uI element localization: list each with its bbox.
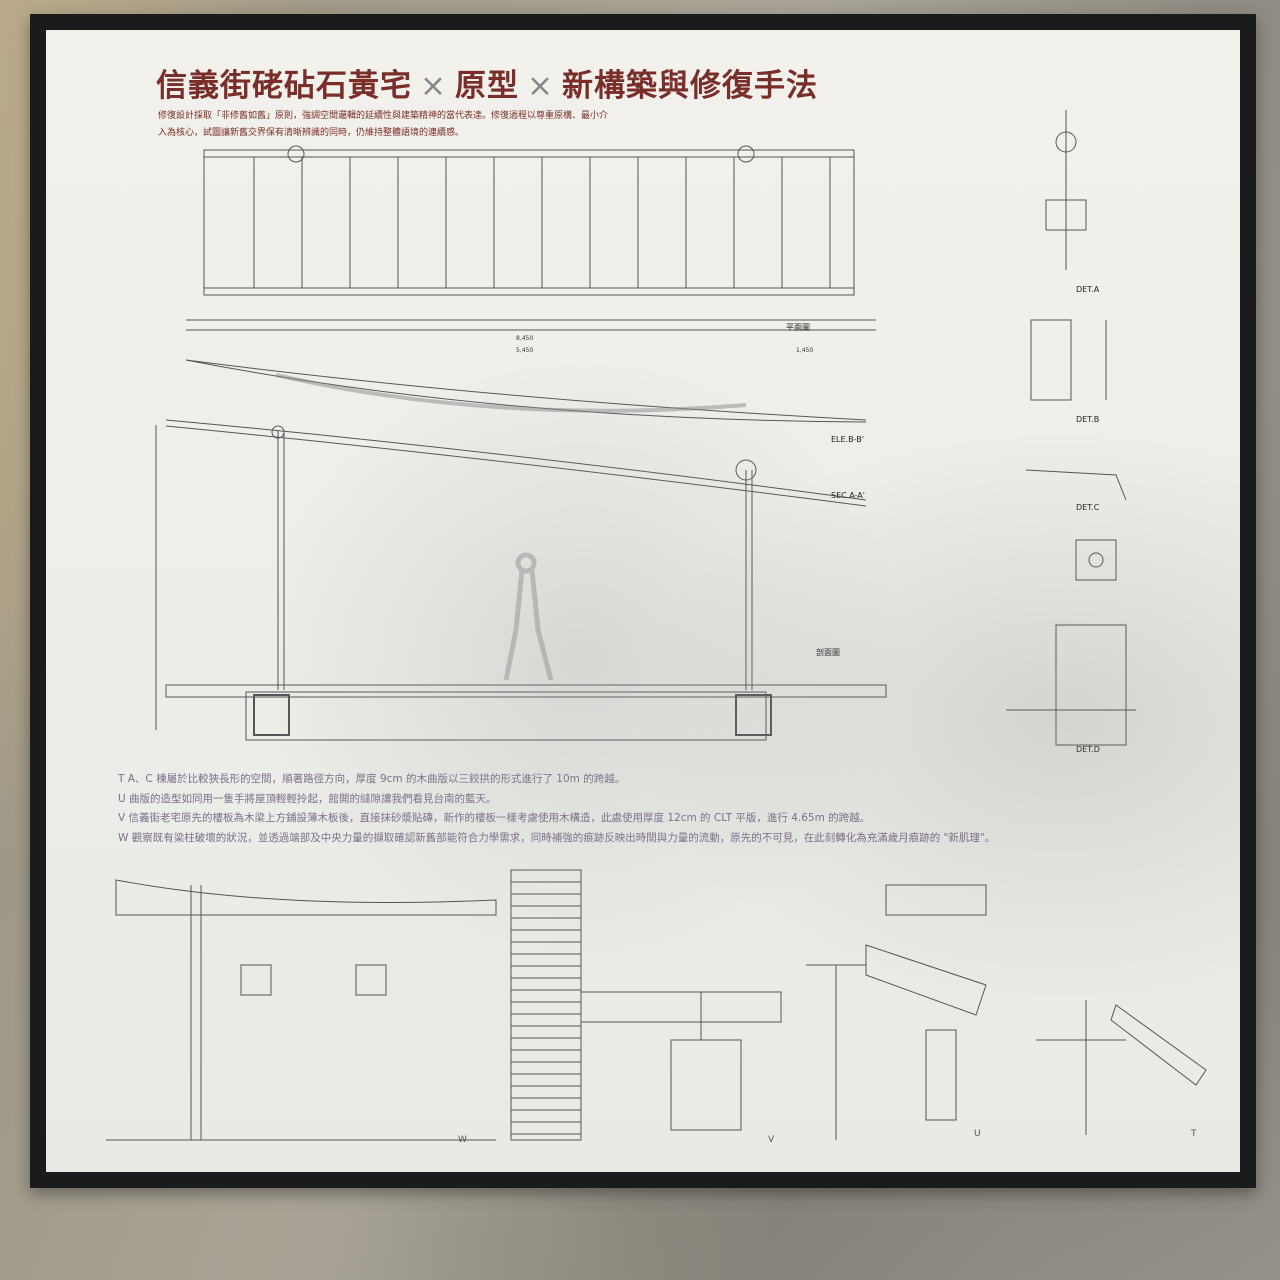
title-separator: × [526,68,554,104]
plan-drawing [186,145,876,331]
dimension-left: 5,450 [516,347,533,354]
detail-column [1006,110,1136,746]
poster-title: 信義街硓砧石黃宅×原型×新構築與修復手法 [156,60,818,105]
dimension-right: 1,450 [796,347,813,354]
poster-frame: 信義街硓砧石黃宅×原型×新構築與修復手法 修復設計採取「非修舊如舊」原則，強調空… [30,14,1256,1188]
note-v: V 信義街老宅原先的樓板為木梁上方鋪設薄木板後，直接抹砂漿貼磚，新作的樓板一樣考… [118,812,871,824]
poster: 信義街硓砧石黃宅×原型×新構築與修復手法 修復設計採取「非修舊如舊」原則，強調空… [46,30,1240,1172]
sec-aa-label: SEC.A-A' [831,491,865,500]
elevation-drawing [155,359,887,741]
detail-label-w: W [458,1135,467,1145]
design-notes: T A、C 棟屬於比較狹長形的空間，順著路徑方向，厚度 9cm 的木曲版以三鉸拱… [118,770,1118,848]
det-a-label: DET.A [1076,285,1100,294]
note-t: T A、C 棟屬於比較狹長形的空間，順著路徑方向，厚度 9cm 的木曲版以三鉸拱… [118,773,626,785]
intro-line: 修復設計採取「非修舊如舊」原則，強調空間邏輯的延續性與建築精神的當代表達。修復過… [158,111,609,121]
detail-label-v: V [768,1135,775,1145]
dimension-total: 8,450 [516,335,533,342]
title-part: 信義街硓砧石黃宅 [156,68,412,104]
technical-drawings: 平面圖 剖面圖 8,450 5,450 1,450 ELE.B-B' SEC.A… [106,110,1207,1145]
title-part: 新構築與修復手法 [561,68,818,104]
reflection-person [503,552,554,681]
section-label: 剖面圖 [816,647,840,657]
det-c-label: DET.C [1076,503,1100,512]
intro-line: 入為核心，試圖讓新舊交界保有清晰辨識的同時，仍維持整體語境的連續感。 [158,128,465,138]
plan-label: 平面圖 [786,323,810,332]
note-u: U 曲版的造型如同用一隻手將屋頂輕輕拎起，館開的縫隙讓我們看見台南的藍天。 [118,792,497,805]
det-d-label: DET.D [1076,745,1100,754]
title-separator: × [420,68,447,104]
detail-w [106,879,497,1141]
title-part: 原型 [454,68,519,104]
detail-v [510,869,782,1141]
detail-u [806,884,987,1140]
ele-bb-label: ELE.B-B' [831,435,864,444]
det-b-label: DET.B [1076,415,1099,424]
detail-t [1036,1000,1207,1135]
note-w: W 觀察既有梁柱破壞的狀況，並透過端部及中央力量的擷取確認新舊部能符合力學需求，… [118,831,996,844]
detail-label-t: T [1190,1129,1197,1139]
intro-text: 修復設計採取「非修舊如舊」原則，強調空間邏輯的延續性與建築精神的當代表達。修復過… [158,108,878,142]
detail-label-u: U [974,1129,981,1139]
